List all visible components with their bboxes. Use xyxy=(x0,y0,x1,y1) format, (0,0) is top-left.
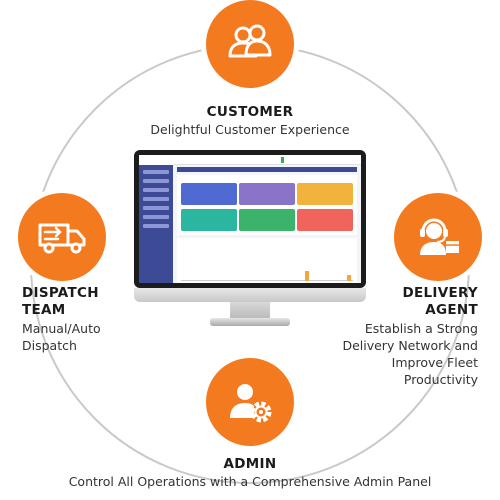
dispatch-title: DISPATCH TEAM xyxy=(22,285,99,319)
delivery-text-line3: Improve Fleet xyxy=(391,355,478,370)
chart-axis xyxy=(181,280,353,281)
admin-title: ADMIN xyxy=(223,456,277,472)
monitor-base xyxy=(210,318,290,326)
stat-tile xyxy=(297,209,353,231)
monitor-chin xyxy=(134,288,366,302)
admin-text: Control All Operations with a Comprehens… xyxy=(68,474,432,489)
delivery-title-line1: DELIVERY xyxy=(402,285,478,301)
dashboard-sidebar xyxy=(139,155,173,283)
delivery-title-line2: AGENT xyxy=(425,302,478,318)
delivery-text-line4: Productivity xyxy=(403,372,478,387)
order-details-panel xyxy=(177,175,357,235)
status-indicator xyxy=(281,157,284,163)
stat-tile xyxy=(181,209,237,231)
stat-tile xyxy=(297,183,353,205)
dashboard-monitor xyxy=(134,150,366,330)
delivery-text-line1: Establish a Strong xyxy=(364,321,478,336)
sidebar-menu-item xyxy=(143,179,169,183)
customer-title: CUSTOMER xyxy=(206,104,294,120)
customer-text: Delightful Customer Experience xyxy=(150,122,350,137)
dispatch-text: Manual/Auto Dispatch xyxy=(22,320,101,354)
shipment-status-chart xyxy=(177,238,357,283)
chart-bar xyxy=(347,275,351,281)
delivery-text: Establish a Strong Delivery Network and … xyxy=(342,320,478,388)
sidebar-menu-item xyxy=(143,170,169,174)
sidebar-menu-item xyxy=(143,206,169,210)
dispatch-title-line2: TEAM xyxy=(22,302,66,318)
dashboard-screen xyxy=(139,155,361,283)
chart-bar xyxy=(305,271,309,281)
sidebar-menu-item xyxy=(143,224,169,228)
headset-agent-icon xyxy=(420,218,459,255)
customer-node xyxy=(206,0,294,88)
dispatch-text-line1: Manual/Auto xyxy=(22,321,101,336)
dashboard-header-bar xyxy=(177,167,357,172)
delivery-node xyxy=(394,193,482,281)
stat-tile xyxy=(239,209,295,231)
admin-node xyxy=(206,358,294,446)
delivery-truck-icon xyxy=(38,223,86,254)
stat-tile xyxy=(239,183,295,205)
dispatch-text-line2: Dispatch xyxy=(22,338,77,353)
dispatch-node xyxy=(18,193,106,281)
delivery-title: DELIVERY AGENT xyxy=(402,285,478,319)
dashboard-logo xyxy=(139,155,173,165)
sidebar-menu-item xyxy=(143,215,169,219)
monitor-bezel xyxy=(134,150,366,288)
admin-gear-icon xyxy=(230,384,272,423)
stat-tile xyxy=(181,183,237,205)
delivery-text-line2: Delivery Network and xyxy=(342,338,478,353)
sidebar-menu-item xyxy=(143,197,169,201)
monitor-stand xyxy=(230,302,270,320)
sidebar-menu-item xyxy=(143,188,169,192)
users-icon xyxy=(228,24,272,58)
dispatch-title-line1: DISPATCH xyxy=(22,285,99,301)
dashboard-topbar xyxy=(173,155,361,165)
